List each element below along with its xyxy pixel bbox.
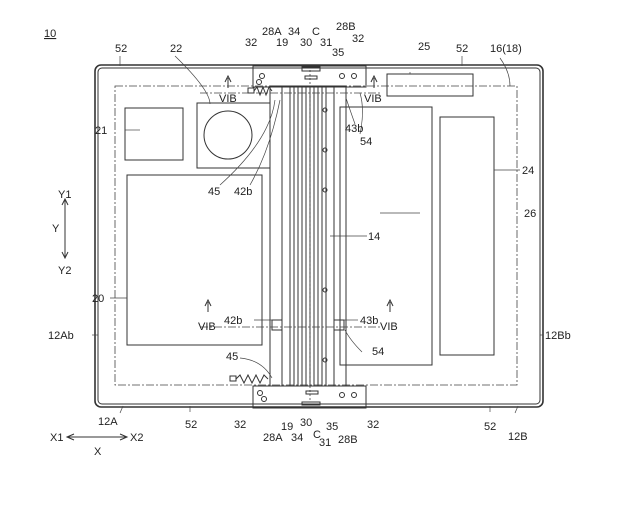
label: 45	[226, 351, 238, 363]
label: 28B	[338, 434, 358, 446]
component-21	[124, 107, 184, 161]
label: 54	[360, 136, 372, 148]
label: 52	[115, 43, 127, 55]
label: VIB	[380, 321, 398, 333]
label: 32	[234, 419, 246, 431]
label: 52	[456, 43, 468, 55]
label: 14	[368, 231, 380, 243]
label: 32	[367, 419, 379, 431]
label: C	[312, 26, 320, 38]
axis-arrows	[61, 197, 129, 441]
label: VIB	[219, 93, 237, 105]
label: 12A	[98, 416, 118, 428]
label: 28A	[262, 26, 282, 38]
label: 12Bb	[545, 330, 571, 342]
label: X1	[50, 432, 63, 444]
label: 54	[372, 346, 384, 358]
label: 43b	[360, 315, 378, 327]
label: VIB	[364, 93, 382, 105]
label: 52	[484, 421, 496, 433]
label: Y2	[58, 265, 71, 277]
label: 31	[319, 437, 331, 449]
label: 25	[418, 41, 430, 53]
label: X	[94, 446, 102, 458]
component-20	[126, 174, 263, 346]
label: 34	[291, 432, 303, 444]
label: C	[313, 429, 321, 441]
component-22	[196, 102, 271, 169]
hinge-plate-top	[252, 65, 367, 88]
label: 43b	[345, 123, 363, 135]
label: 30	[300, 417, 312, 429]
label: 19	[281, 421, 293, 433]
label: 45	[208, 186, 220, 198]
spring-45-bottom	[229, 373, 269, 385]
label: 32	[352, 33, 364, 45]
label: 35	[332, 47, 344, 59]
label: 12Ab	[48, 330, 74, 342]
label: 26	[524, 208, 536, 220]
label: X2	[130, 432, 143, 444]
figure-ref: 10	[44, 28, 56, 40]
label: 19	[276, 37, 288, 49]
section-arrows	[204, 74, 394, 312]
device-housing	[94, 64, 544, 408]
label: 42b	[224, 315, 242, 327]
label: Y	[52, 223, 60, 235]
hinge-plate-bottom	[252, 385, 367, 409]
label: 20	[92, 293, 104, 305]
label: VIB	[198, 321, 216, 333]
label: 28B	[336, 21, 356, 33]
label: 22	[170, 43, 182, 55]
leader-lines	[92, 55, 543, 414]
label: 12B	[508, 431, 528, 443]
spring-45-top	[247, 85, 273, 97]
label: 30	[300, 37, 312, 49]
label: 35	[326, 421, 338, 433]
label: 34	[288, 26, 300, 38]
component-24	[439, 116, 495, 356]
display-area-16	[114, 85, 518, 386]
label: 52	[185, 419, 197, 431]
label: 28A	[263, 432, 283, 444]
component-25	[386, 73, 474, 97]
label: 31	[320, 37, 332, 49]
label: 24	[522, 165, 534, 177]
label: 16(18)	[490, 43, 522, 55]
label: 21	[95, 125, 107, 137]
label: 42b	[234, 186, 252, 198]
label: Y1	[58, 189, 71, 201]
label: 32	[245, 37, 257, 49]
